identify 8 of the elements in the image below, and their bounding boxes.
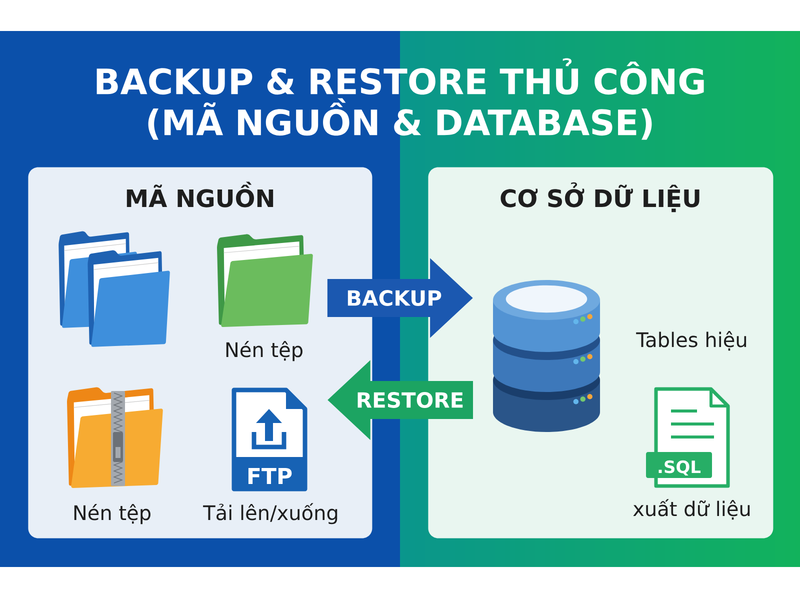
icon-caption: Nén tệp (226, 341, 302, 362)
file-type-label: .SQL (658, 460, 701, 476)
icon-caption: Nén tệp (74, 504, 150, 524)
title: BACKUP & RESTORE THỦ CÔNG (MÃ NGUỒN & DATABASE) (96, 58, 704, 140)
icon-caption: Tables hiệu (636, 331, 746, 351)
icon-caption: xuất dữ liệu (633, 499, 750, 520)
file-type-label: FTP (248, 468, 292, 484)
icon-caption: Tải lên/xuống (203, 503, 338, 524)
